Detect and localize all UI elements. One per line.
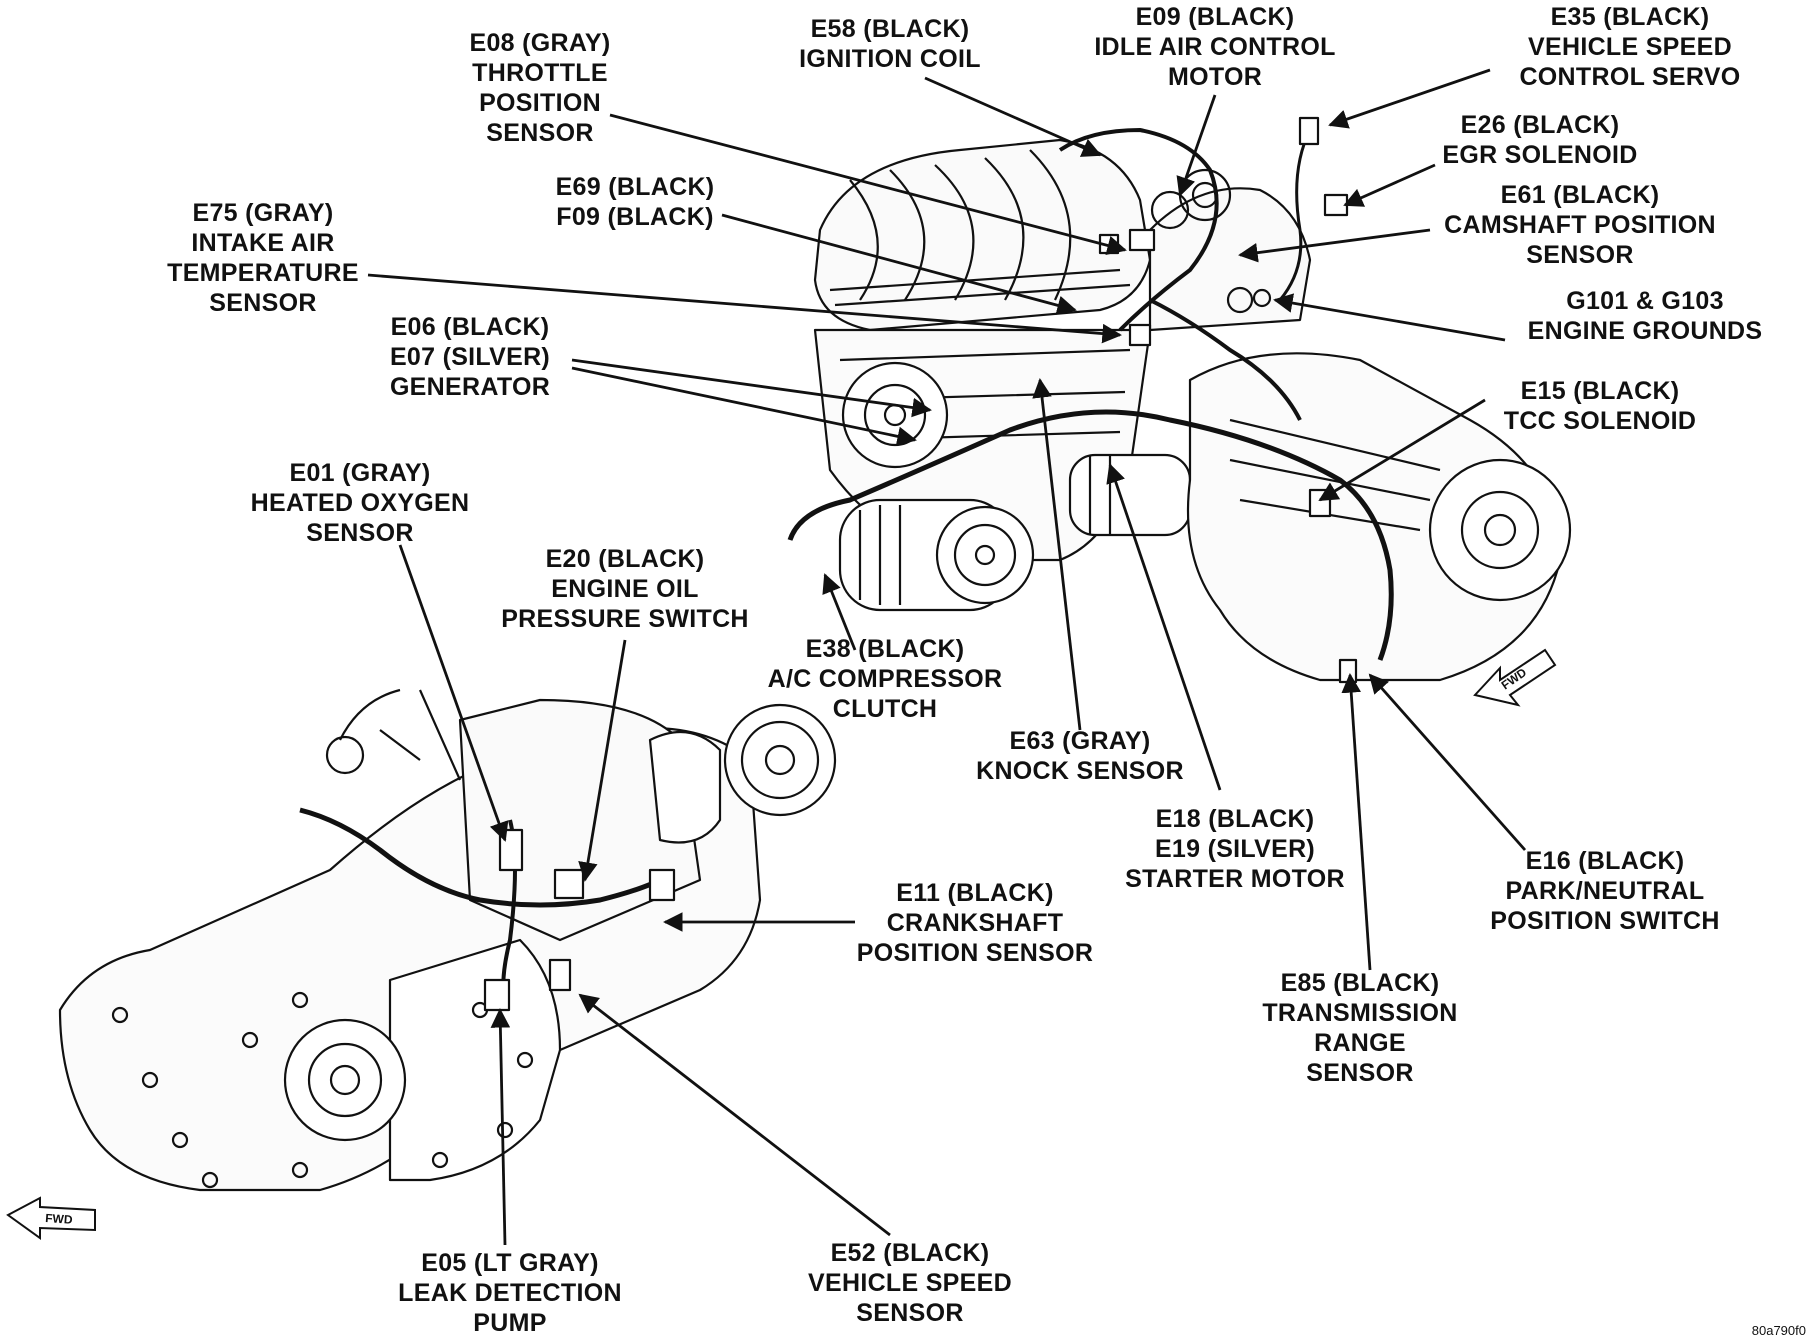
svg-text:FWD: FWD — [45, 1211, 74, 1227]
lower-engine-drawing — [58, 688, 837, 1192]
upper-engine-drawing — [787, 116, 1572, 684]
callout-e63-knock-sensor: E63 (GRAY)KNOCK SENSOR — [976, 727, 1184, 785]
fwd-arrow-lower: FWD — [6, 1196, 96, 1240]
callout-e26-egr-solenoid: E26 (BLACK)EGR SOLENOID — [1442, 111, 1638, 169]
callout-e69-f09: E69 (BLACK)F09 (BLACK) — [555, 173, 715, 231]
callout-e18-e19-starter-motor: E18 (BLACK)E19 (SILVER)STARTER MOTOR — [1125, 805, 1345, 893]
callout-e06-e07-generator: E06 (BLACK)E07 (SILVER)GENERATOR — [389, 313, 551, 401]
callout-e58-ignition-coil: E58 (BLACK)IGNITION COIL — [799, 15, 981, 73]
figure-code: 80a790f0 — [1751, 1323, 1806, 1338]
leader-lines — [367, 68, 1527, 1246]
callout-e15-tcc-solenoid: E15 (BLACK)TCC SOLENOID — [1503, 377, 1697, 435]
